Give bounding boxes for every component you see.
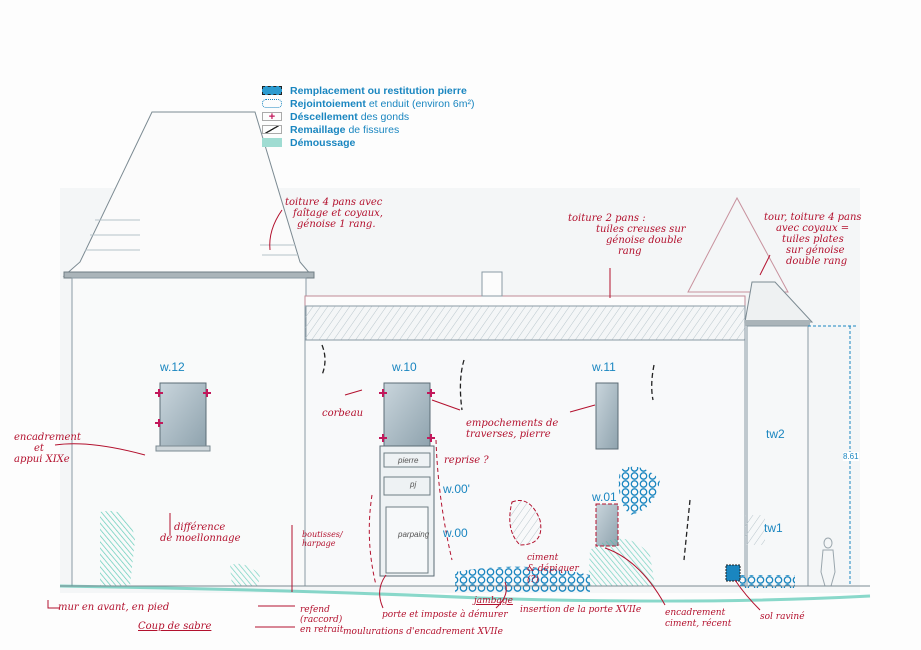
label-tw1: tw1 <box>764 521 783 535</box>
moss-removal-swatch-icon <box>262 138 282 147</box>
label-tw2: tw2 <box>766 427 785 441</box>
height-dimension: 8.61 <box>843 452 859 461</box>
hinge-markers <box>155 389 435 442</box>
note-ciment: ciment& dépiquer(?) <box>527 553 579 585</box>
window-w10 <box>383 382 431 447</box>
legend: Remplacement ou restitution pierre Rejoi… <box>262 84 474 149</box>
moss-area <box>100 510 135 586</box>
central-wall <box>304 339 746 587</box>
note-corbeau: corbeau <box>322 408 364 419</box>
right-tower-wall <box>746 325 809 587</box>
note-porte-imposte: porte et imposte à démurer <box>382 610 508 620</box>
left-cornice <box>63 271 315 279</box>
label-w00-prime: w.00' <box>443 482 470 496</box>
note-refend: refend(raccord)en retrait <box>300 605 344 635</box>
label-w00: w.00 <box>443 526 468 540</box>
cement-area <box>509 500 542 546</box>
central-roof <box>304 295 746 307</box>
note-coup-de-sabre: Coup de sabre <box>138 621 212 632</box>
label-w01: w.01 <box>592 490 617 504</box>
note-jambage: jambage <box>474 596 513 606</box>
note-moulurations: moulurations d'encadrement XVIIe <box>343 627 503 637</box>
window-w11 <box>595 382 619 450</box>
ground-line <box>59 584 871 603</box>
note-mur-en-avant: mur en avant, en pied <box>58 602 170 613</box>
window-w12 <box>159 382 207 447</box>
label-w11: w.11 <box>592 360 616 374</box>
right-tower-roof <box>744 281 814 323</box>
legend-item-stone: Remplacement ou restitution pierre <box>262 84 474 97</box>
walled-door <box>385 506 429 574</box>
repointing-swatch-icon <box>262 99 282 108</box>
crack-line-swatch-icon <box>262 125 282 134</box>
note-reprise: reprise ? <box>444 455 489 466</box>
note-insertion-porte: insertion de la porte XVIIe <box>520 605 642 615</box>
stone-replacement <box>725 564 741 582</box>
note-boutisses: boutisses/harpage <box>302 530 343 548</box>
label-w10: w.10 <box>392 360 417 374</box>
door-note-parpaing: parpaing <box>398 530 430 539</box>
stone-replacement-swatch-icon <box>262 86 282 95</box>
door-note-pj: pj <box>410 480 417 489</box>
right-pointed-roof <box>687 196 789 293</box>
note-sol-ravine: sol raviné <box>760 612 805 622</box>
hinge-cross-swatch-icon: + <box>262 112 282 123</box>
repointing-area <box>618 466 660 515</box>
central-genoise <box>304 305 746 341</box>
legend-item-moss: Démoussage <box>262 136 474 149</box>
right-cornice <box>745 320 810 326</box>
person-scale-figure <box>823 537 833 549</box>
label-w12: w.12 <box>160 360 185 374</box>
crack-lines <box>321 344 691 561</box>
door-note-pierre: pierre <box>398 456 419 465</box>
chimney <box>481 271 503 297</box>
